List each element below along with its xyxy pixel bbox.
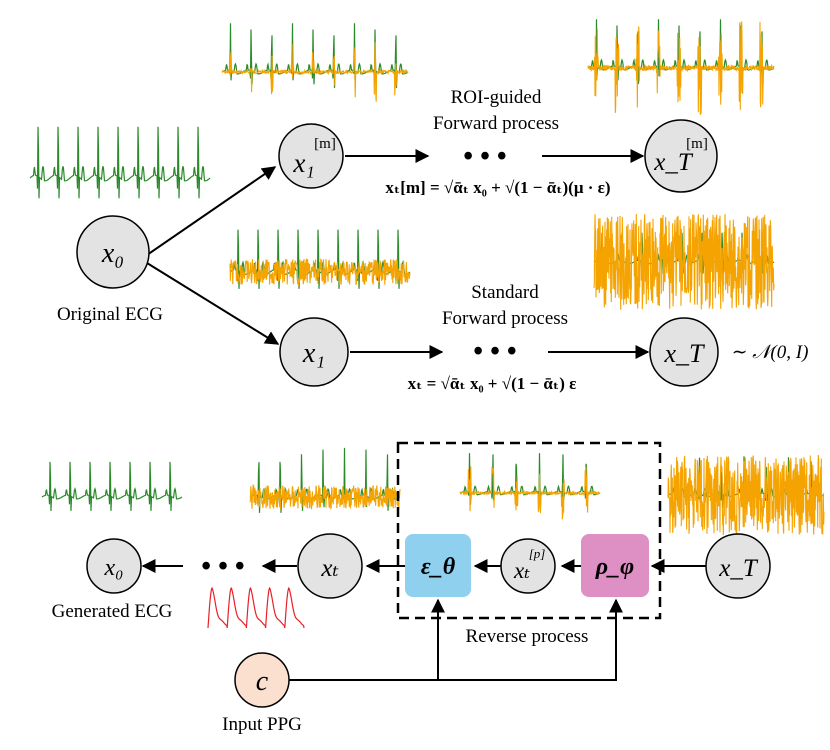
original-ecg-trace [29,126,211,199]
node-xT-standard: x_T [649,317,719,387]
edge-c-to-rho [288,598,623,681]
edge-x0-to-x1m [146,166,277,256]
label-standard-forward: Forward process [442,308,568,329]
intermediate-noisy-ecg-waveform [249,447,401,513]
ppg-trace [207,586,305,629]
svg-text:ρ_φ: ρ_φ [595,554,634,580]
xtp-ecg-trace [459,453,601,507]
std1-noise-trace [229,257,411,287]
equation-standard-forward: xₜ = √ᾱₜ x₀ + √(1 − ᾱₜ) ε [408,374,577,393]
roi-rho-phi-block: ρ_φ [581,534,649,597]
roi1-ecg-trace [221,23,409,88]
standard-noisy-ecg-waveform-1 [229,229,411,289]
node-xT-roi: x_T [m] [644,119,718,193]
label-generated-ecg: Generated ECG [52,601,173,622]
label-original-ecg: Original ECG [57,304,163,325]
roi1-noise-trace [221,42,409,102]
svg-text:xₜ: xₜ [320,555,338,582]
node-xt-p: xₜ [p] [500,538,556,594]
svg-text:xₜ: xₜ [513,558,530,583]
edge-x0-to-x1 [146,262,280,345]
node-x1-roi: x₁ [m] [278,123,344,189]
xTb-noise-trace [667,455,825,536]
node-c-condition: c [234,652,290,708]
original-ecg-waveform [29,126,211,199]
label-roi-forward: Forward process [433,113,559,134]
equation-roi-forward: xₜ[m] = √ᾱₜ x₀ + √(1 − ᾱₜ)(μ · ε) [385,178,610,197]
node-x0-generated: x₀ [86,538,142,594]
roi-noisy-ecg-waveform-1 [221,23,409,102]
xtp-noise-trace [459,466,601,520]
denoiser-eps-theta-block: ε_θ [405,534,471,597]
svg-text:x₀: x₀ [101,238,124,269]
prior-distribution: ∼ 𝒩(0, I) [732,342,809,363]
label-standard: Standard [471,282,539,303]
svg-text:x₁: x₁ [292,148,314,178]
xt-noise-trace [249,484,401,511]
dots-standard: • • • [473,336,516,367]
svg-text:[m]: [m] [686,136,708,152]
node-xT-reverse: x_T [705,533,771,599]
reverse-process-box [396,441,662,620]
roi-noisy-ecg-waveform-T [587,19,775,115]
svg-text:ε_θ: ε_θ [421,554,456,580]
input-ppg-waveform [207,586,305,629]
node-x1-standard: x₁ [279,317,349,387]
svg-text:[m]: [m] [314,136,336,152]
dots-reverse: • • • [201,551,244,582]
svg-text:x₁: x₁ [302,338,325,369]
svg-text:x_T: x_T [664,339,706,368]
standard-noise-waveform-T [593,213,775,310]
svg-text:[p]: [p] [529,546,546,561]
label-reverse-process: Reverse process [466,626,589,647]
svg-text:x₀: x₀ [104,555,124,581]
reverse-noise-waveform-T [667,455,825,536]
roiT-noise-trace [587,21,775,115]
label-roi-guided: ROI-guided [451,87,542,108]
svg-text:x_T: x_T [718,555,759,582]
generated-ecg-waveform [41,461,183,512]
generated-ecg-trace [41,461,183,512]
stdT-noise-trace [593,213,775,310]
node-x0-original: x₀ [76,215,150,289]
svg-text:c: c [256,666,269,697]
roi-intermediate-waveform [459,453,601,520]
label-input-ppg: Input PPG [222,714,302,735]
svg-text:x_T: x_T [653,149,694,176]
dots-roi: • • • [463,141,506,172]
node-xt: xₜ [297,533,363,599]
